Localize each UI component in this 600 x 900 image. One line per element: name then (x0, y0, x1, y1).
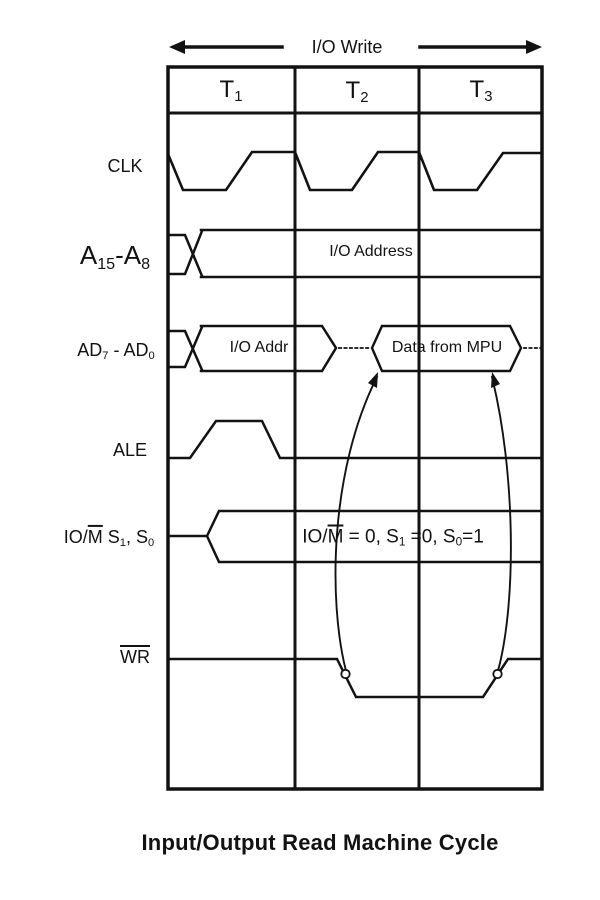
iom-bus-bottom (205, 534, 544, 564)
ad7-ad0-crossover-line1 (166, 329, 204, 372)
cycle-title: I/O Write (311, 37, 383, 57)
arrowhead-left-icon (368, 372, 378, 388)
iom-bus-top (205, 509, 544, 538)
bus-annotation-io-addr: I/O Addr (229, 339, 289, 356)
signal-label-a15-a8: A15-A8 (79, 240, 151, 273)
io-addr-bus-shape (199, 324, 338, 373)
ad7-ad0-crossover-line2 (166, 325, 204, 369)
signal-label-iom-s1-s0: IO/M S1, S0 (63, 526, 155, 550)
wr-fall-edge-marker (340, 668, 351, 680)
signal-label-wr: WR (120, 647, 150, 667)
arrowhead-right-icon (491, 372, 500, 388)
wr-rise-arrow-curve (490, 375, 512, 673)
column-header-t2: T2 (345, 77, 369, 107)
clk-waveform (166, 150, 544, 192)
wr-waveform (166, 657, 544, 699)
bus-annotation-io-address: I/O Address (329, 243, 413, 260)
signal-label-clk: CLK (107, 156, 143, 176)
column-header-t3: T3 (469, 76, 493, 106)
wr-rise-edge-marker (492, 668, 503, 680)
column-header-t1: T1 (219, 76, 243, 106)
signal-label-ad7-ad0: AD7 - AD0 (77, 339, 155, 363)
bus-annotation-data-from-mpu: Data from MPU (391, 339, 503, 356)
diagram-caption: Input/Output Read Machine Cycle (141, 830, 499, 855)
data-from-mpu-bus-shape (370, 324, 523, 373)
wr-fall-arrow-curve (334, 375, 379, 673)
bus-annotation-iom-status: IO/M = 0, S1 =0, S0=1 (302, 526, 484, 549)
span-arrow-left-head-icon (169, 40, 185, 54)
diagram-frame (166, 65, 544, 791)
span-arrow-right-head-icon (526, 40, 542, 54)
ale-waveform (166, 419, 544, 460)
a15-a8-crossover-line1 (166, 233, 204, 278)
signal-label-ale: ALE (112, 440, 148, 460)
a15-a8-crossover-line2 (166, 229, 204, 276)
